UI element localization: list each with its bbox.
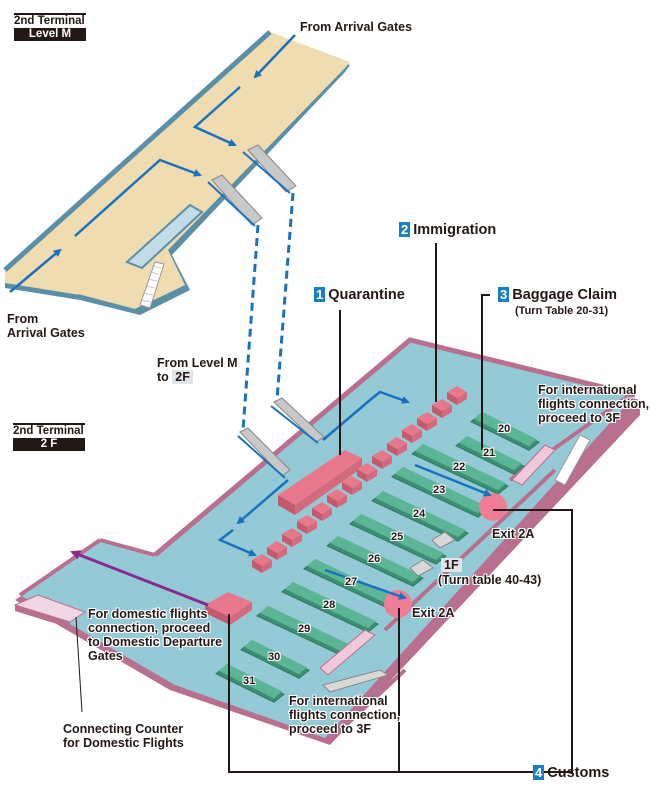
escalator-3f-upper xyxy=(554,434,591,486)
turntable-number: 30 xyxy=(268,651,281,663)
immigration-booth xyxy=(297,515,317,534)
turntable-1f-label: (Turn table 40-43) xyxy=(438,573,542,587)
level-m-routes xyxy=(9,34,296,293)
immigration-booth xyxy=(357,463,377,482)
turntable xyxy=(349,513,447,565)
turntable-number: 20 xyxy=(498,423,511,435)
terminal-label: 2nd Terminal xyxy=(14,13,86,27)
turntable xyxy=(455,435,525,475)
escalator-m-1 xyxy=(207,174,263,227)
second-floor-routes xyxy=(217,390,492,600)
from-level-m-line2: to 2F xyxy=(157,370,238,384)
immigration-booths xyxy=(252,386,467,573)
turntable-number: 25 xyxy=(391,531,404,543)
turntable-number: 31 xyxy=(243,675,256,687)
immigration-booth xyxy=(342,476,362,495)
level-label: 2 F xyxy=(13,438,85,451)
turntable-number: 24 xyxy=(413,508,426,520)
exit-2a-upper-marker xyxy=(479,493,507,521)
immigration-booth xyxy=(267,541,287,560)
immigration-booth xyxy=(447,386,467,405)
stairs-1f xyxy=(409,531,456,577)
immigration-booth xyxy=(327,489,347,508)
immigration-booth xyxy=(312,502,332,521)
quarantine-booth xyxy=(278,450,362,515)
immigration-booth xyxy=(387,437,407,456)
terminal-label: 2nd Terminal xyxy=(13,423,85,437)
level-m-stairs xyxy=(139,261,165,309)
from-arrival-left-line2: Arrival Gates xyxy=(7,326,85,340)
immigration-booth xyxy=(372,450,392,469)
partition-lower xyxy=(319,629,376,676)
turntable-number: 29 xyxy=(298,623,311,635)
step-number-badge: 4 xyxy=(533,765,545,780)
immigration-booth xyxy=(402,424,422,443)
leader-lines xyxy=(228,243,573,773)
void-opening xyxy=(125,203,204,270)
from-level-m-line1: From Level M xyxy=(157,356,238,370)
level-connector xyxy=(241,192,295,431)
baggage-claim-note: (Turn Table 20-31) xyxy=(515,305,609,317)
turntable-number: 22 xyxy=(453,461,466,473)
turntable-number: 26 xyxy=(368,553,381,565)
turntable xyxy=(470,411,540,451)
floor-1f-label: 1F xyxy=(441,558,462,572)
immigration-booth xyxy=(252,554,272,573)
turntable xyxy=(281,581,379,633)
connecting-counter xyxy=(13,594,87,628)
domestic-route-arrow xyxy=(70,550,209,607)
turntable xyxy=(215,663,285,703)
from-arrival-gates-left: From Arrival Gates xyxy=(7,312,85,340)
escalator-m-2 xyxy=(242,144,297,194)
turntable-number: 28 xyxy=(323,599,336,611)
counter-leader-line xyxy=(75,616,83,713)
turntable xyxy=(371,490,469,542)
escalator-2f-2 xyxy=(270,397,325,444)
partition-upper xyxy=(511,444,556,486)
turntable-number: 23 xyxy=(433,484,446,496)
turntable-number: 27 xyxy=(345,576,358,588)
escalator-3f-lower xyxy=(322,669,390,693)
level-label: Level M xyxy=(14,28,86,41)
turntables xyxy=(215,411,540,703)
from-level-m-label: From Level M to 2F xyxy=(157,356,238,384)
from-arrival-gates-top: From Arrival Gates xyxy=(300,20,413,34)
turntable xyxy=(411,443,509,495)
level-m-floor xyxy=(3,30,350,315)
step-number-badge: 2 xyxy=(399,222,411,237)
immigration-booth xyxy=(282,528,302,547)
exit-2a-upper-label: Exit 2A xyxy=(492,527,535,541)
level-m-badge: 2nd Terminal Level M xyxy=(14,13,86,41)
turntable xyxy=(326,535,424,587)
level-2f-badge: 2nd Terminal 2 F xyxy=(13,423,85,451)
turntable-number: 21 xyxy=(483,447,496,459)
domestic-booth xyxy=(205,592,252,625)
escalator-2f-1 xyxy=(237,427,291,479)
immigration-booth xyxy=(417,412,437,431)
turntable xyxy=(240,639,310,679)
step-number-badge: 3 xyxy=(498,287,510,302)
exit-2a-lower-label: Exit 2A xyxy=(412,606,455,620)
from-arrival-left-line1: From xyxy=(7,312,39,326)
step-number-badge: 1 xyxy=(314,287,326,302)
